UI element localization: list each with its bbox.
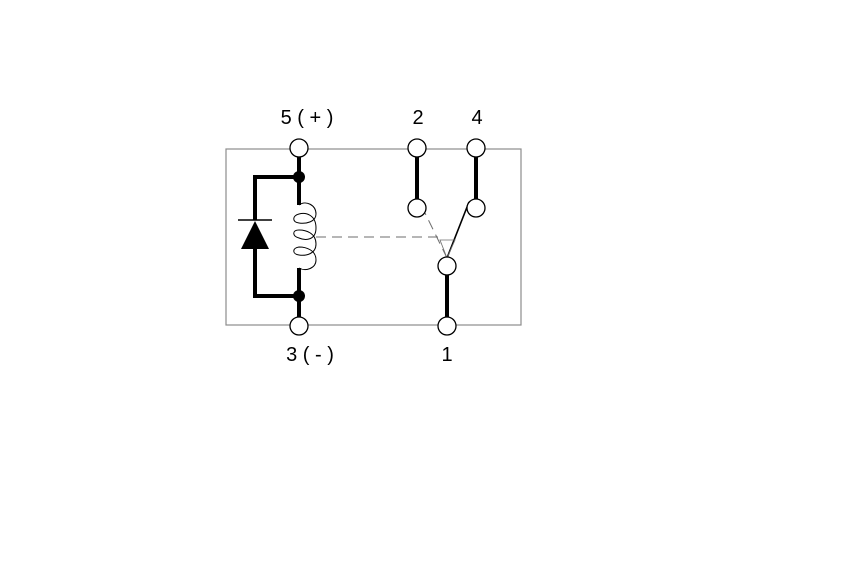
terminal-pin-5	[289, 138, 309, 158]
pin-label-4: 4	[471, 107, 482, 129]
pin-label-3: 3 ( - )	[286, 344, 334, 366]
switch-wiring	[415, 156, 478, 318]
pin-label-5: 5 ( + )	[281, 107, 334, 129]
contact-nc	[407, 198, 427, 218]
relay-housing-outline	[225, 148, 522, 326]
junction-dot-bottom	[293, 290, 305, 302]
switch-arm-arrow	[439, 239, 456, 260]
diode-symbol	[238, 219, 272, 249]
terminal-pin-4	[466, 138, 486, 158]
contact-no	[466, 198, 486, 218]
relay-coil	[293, 202, 317, 271]
switch-arm	[424, 201, 470, 259]
diode-branch	[253, 175, 299, 298]
terminal-pin-2	[407, 138, 427, 158]
terminal-pin-3	[289, 316, 309, 336]
pin-label-1: 1	[441, 344, 452, 366]
contact-common	[437, 256, 457, 276]
junction-dot-top	[293, 171, 305, 183]
pin-label-2: 2	[412, 107, 423, 129]
terminal-pin-1	[437, 316, 457, 336]
